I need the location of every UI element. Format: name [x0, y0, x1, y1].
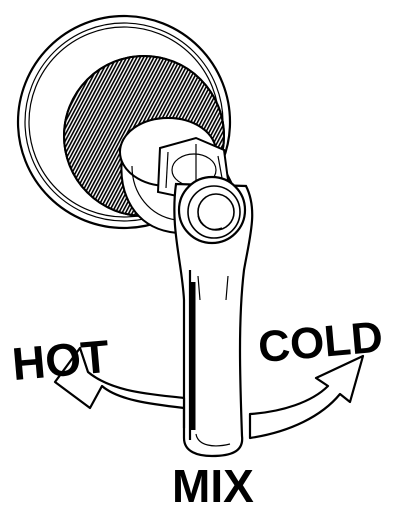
mix-label: MIX — [172, 460, 254, 506]
cold-label: COLD — [256, 312, 384, 372]
hot-label: HOT — [10, 330, 111, 390]
lever-handle — [173, 182, 254, 458]
curved-arrow-right-icon — [248, 354, 365, 440]
lever-hub — [177, 175, 247, 245]
curved-arrow-left-icon — [53, 346, 186, 430]
